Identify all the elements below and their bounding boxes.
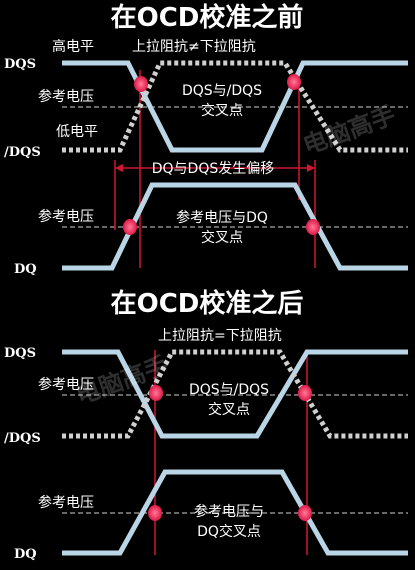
before-skew-label: DQ与DQS发生偏移 (152, 161, 275, 177)
before-dq-crosspoint-right (306, 219, 320, 235)
watermark-top: 电脑高手 (299, 100, 399, 160)
before-dqs-signal-label: DQS (4, 57, 36, 72)
after-dqs-crosspoint-left (149, 385, 163, 401)
before-dq-ref-voltage-label: 参考电压 (38, 208, 94, 225)
before-title: 在OCD校准之前 (111, 2, 304, 33)
before-impedance-label: 上拉阻抗≠下拉阻抗 (132, 39, 256, 55)
before-ndqs-waveform (62, 60, 408, 153)
after-dq-ref-voltage-label: 参考电压 (38, 494, 94, 511)
before-dq-signal-label: DQ (14, 262, 37, 277)
after-dqs-crosspoint-right (298, 385, 312, 401)
before-ref-voltage-label: 参考电压 (38, 88, 94, 105)
after-dq-crosspoint-left (148, 505, 162, 521)
after-dqs-signal-label: DQS (4, 346, 36, 361)
before-low-level-label: 低电平 (56, 124, 98, 140)
after-ndqs-signal-label: /DQS (4, 431, 41, 446)
before-dqs-waveform (62, 60, 408, 153)
after-dqs-cross-label-2: 交叉点 (208, 401, 250, 418)
before-skew-arrowhead-left (115, 164, 123, 172)
before-dqs-cross-label-2: 交叉点 (201, 102, 243, 119)
after-dq-waveform (62, 469, 408, 556)
before-high-level-label: 高电平 (52, 38, 94, 55)
after-dq-cross-label-2: DQ交叉点 (197, 523, 261, 540)
before-dq-cross-label-2: 交叉点 (201, 229, 243, 246)
before-dqs-cross-label-1: DQS与/DQS (182, 83, 262, 99)
before-skew-arrowhead-right (307, 164, 315, 172)
after-dqs-waveform (62, 349, 408, 439)
after-title: 在OCD校准之后 (111, 288, 304, 319)
before-ndqs-signal-label: /DQS (4, 145, 41, 160)
after-dq-crosspoint-right (298, 505, 312, 521)
before-dq-cross-label-1: 参考电压与DQ (176, 209, 268, 226)
after-dq-cross-label-1: 参考电压与 (194, 503, 264, 520)
after-ndqs-waveform (62, 349, 408, 439)
after-dqs-cross-label-1: DQS与/DQS (189, 382, 269, 398)
before-dqs-crosspoint-right (287, 74, 301, 90)
before-dq-crosspoint-left (123, 219, 137, 235)
before-dqs-crosspoint-left (134, 76, 148, 92)
before-dq-waveform (62, 182, 408, 271)
after-impedance-label: 上拉阻抗=下拉阻抗 (158, 328, 282, 344)
after-ref-voltage-label: 参考电压 (38, 376, 94, 393)
after-dq-signal-label: DQ (14, 547, 37, 562)
